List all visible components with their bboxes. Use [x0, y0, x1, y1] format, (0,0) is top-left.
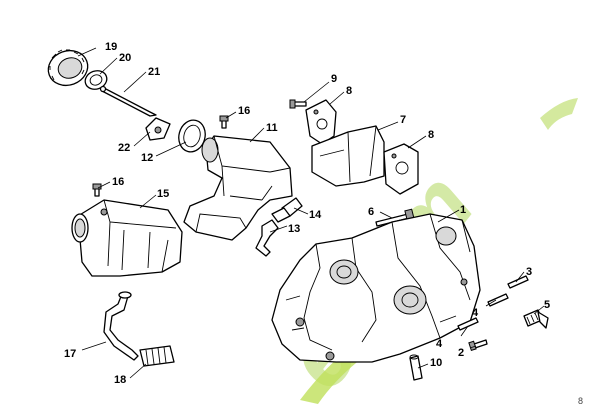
- part-9-screw[interactable]: [289, 99, 307, 109]
- part-8-plate-upper[interactable]: [305, 99, 337, 145]
- callout-8-lower: 8: [428, 129, 434, 141]
- callout-19: 19: [105, 41, 117, 53]
- part-8-plate-lower[interactable]: [383, 143, 419, 195]
- part-3-pin[interactable]: [507, 275, 529, 289]
- callout-2: 2: [458, 347, 464, 359]
- part-11-manifold[interactable]: [183, 135, 293, 241]
- part-16-screw-top[interactable]: [219, 115, 229, 129]
- callout-16-top: 16: [238, 105, 250, 117]
- part-22-clip[interactable]: [145, 117, 171, 141]
- callout-1: 1: [460, 204, 466, 216]
- corner-mark: 8: [578, 396, 583, 406]
- callout-4-lower: 4: [436, 338, 443, 350]
- callout-21: 21: [148, 66, 160, 78]
- callout-3: 3: [526, 266, 532, 278]
- callout-13: 13: [288, 223, 300, 235]
- part-17-fuel-hose[interactable]: [103, 291, 139, 361]
- part-14-connector[interactable]: [271, 197, 303, 223]
- callout-20: 20: [119, 52, 131, 64]
- callout-14: 14: [309, 209, 322, 221]
- part-4-pin-lower[interactable]: [457, 317, 479, 331]
- part-4-pin-upper[interactable]: [487, 293, 509, 307]
- callout-11: 11: [266, 122, 278, 134]
- part-15-housing[interactable]: [71, 199, 183, 277]
- callout-12: 12: [141, 152, 153, 164]
- part-19-filler-cap[interactable]: [43, 45, 92, 91]
- callout-18: 18: [114, 374, 126, 386]
- callout-labels: 1 2 3 4 4 5 6 7 8 8 9 10 11 12 13 14 15 …: [64, 41, 550, 386]
- callout-17: 17: [64, 348, 76, 360]
- leader-lines: [77, 47, 545, 379]
- part-5-stud[interactable]: [523, 309, 549, 329]
- part-13-lead[interactable]: [255, 219, 279, 257]
- part-10-sleeve[interactable]: [409, 354, 423, 381]
- callout-7: 7: [400, 114, 406, 126]
- part-7-shield[interactable]: [311, 125, 385, 187]
- callout-9: 9: [331, 73, 337, 85]
- part-18-fuel-filter[interactable]: [139, 345, 175, 367]
- callout-15: 15: [157, 188, 169, 200]
- callout-8-upper: 8: [346, 85, 352, 97]
- callout-16-left: 16: [112, 176, 124, 188]
- callout-4-upper: 4: [472, 307, 479, 319]
- part-16-screw-left[interactable]: [92, 183, 102, 197]
- part-21-cable[interactable]: [99, 85, 157, 117]
- part-1-crankcase[interactable]: [271, 213, 481, 363]
- part-2-screw[interactable]: [468, 339, 488, 352]
- part-12-gasket[interactable]: [175, 117, 208, 155]
- callout-10: 10: [430, 357, 442, 369]
- callout-6: 6: [368, 206, 374, 218]
- callout-5: 5: [544, 299, 550, 311]
- part-20-seal[interactable]: [83, 68, 110, 92]
- watermark-swoosh-top: [540, 98, 578, 130]
- callout-22: 22: [118, 142, 130, 154]
